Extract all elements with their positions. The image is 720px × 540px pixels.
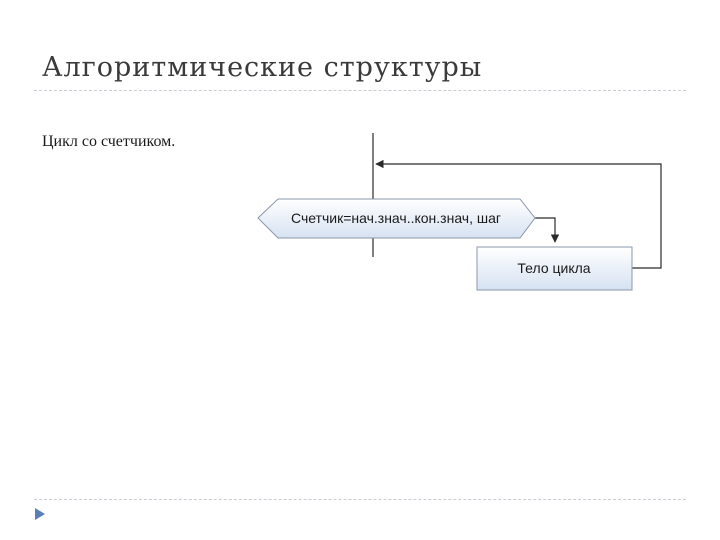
flow-line-return: [375, 159, 662, 269]
loop-body-text: Тело цикла: [517, 260, 590, 276]
title-divider: [34, 90, 686, 91]
loop-header-text: Счетчик=нач.знач..кон.знач, шаг: [291, 210, 501, 226]
loop-header-shape: [257, 198, 536, 239]
footer-divider: [34, 499, 686, 500]
triangle-right-icon[interactable]: [34, 507, 46, 521]
slide-title: Алгоритмические структуры: [42, 52, 483, 83]
loop-body-shape: [476, 246, 633, 291]
slide-subtitle: Цикл со счетчиком.: [42, 133, 176, 150]
flow-line-to-body: [533, 217, 560, 243]
